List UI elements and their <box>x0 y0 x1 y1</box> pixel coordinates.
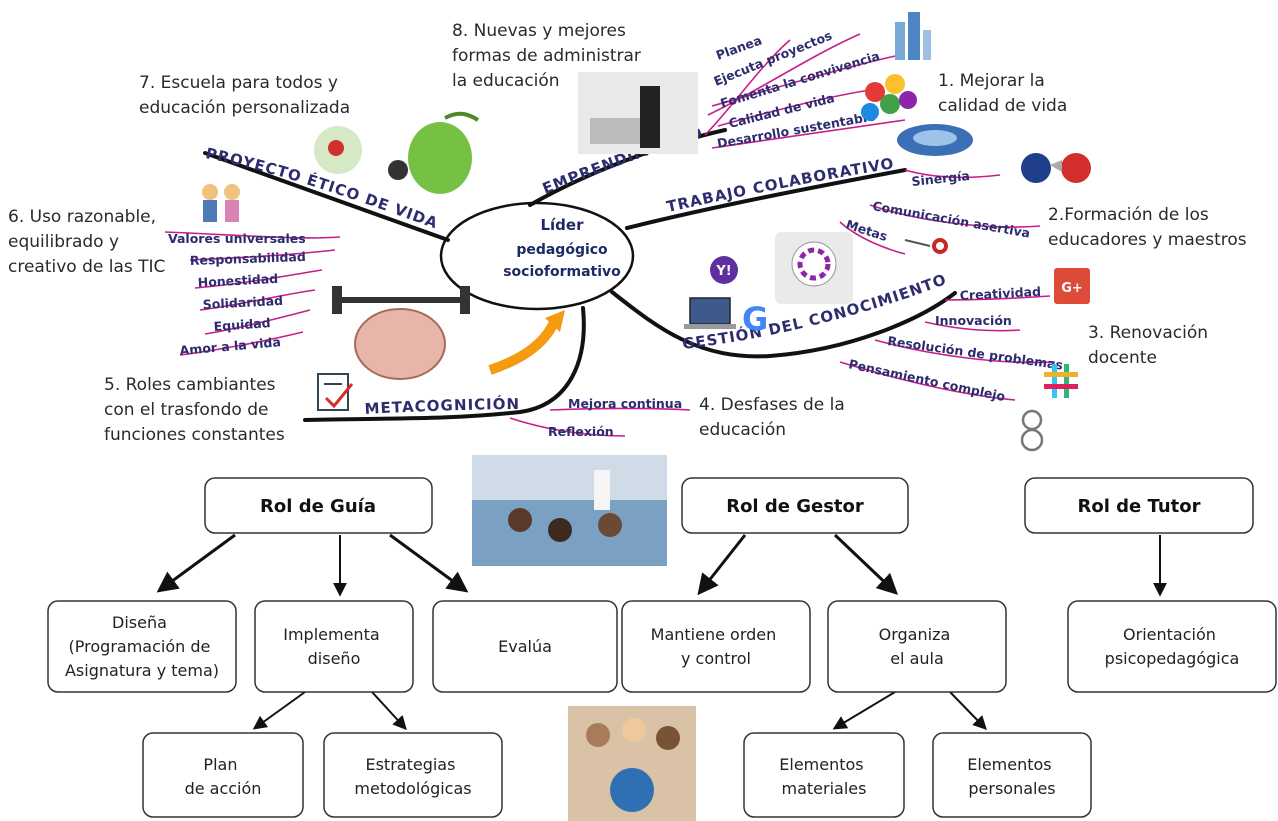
leaf-honestidad: Honestidad <box>197 271 278 290</box>
leaf-pensamiento: Pensamiento complejo <box>847 356 1007 404</box>
center-line-2: pedagógico <box>516 242 608 258</box>
box-orientacion <box>1067 600 1277 693</box>
box-rol-gestor <box>681 477 909 534</box>
svg-text:Líder: Líder <box>540 216 584 234</box>
leaf-sinergia: Sinergía <box>911 168 971 189</box>
box-organiza <box>827 600 1007 693</box>
communication-heads-icon <box>1021 153 1091 183</box>
mantiene-label: Mantiene orden y control <box>651 625 782 668</box>
illustrations: Y! G G+ <box>202 12 1091 821</box>
couple-icon <box>202 184 240 222</box>
slack-icon <box>1044 364 1078 398</box>
leaf-amor: Amor a la vida <box>179 334 281 358</box>
brain-wheel-icon <box>775 232 853 304</box>
evalua-label: Evalúa <box>498 637 552 656</box>
plan-label: Plan de acción <box>185 755 262 798</box>
leaf-solidaridad: Solidaridad <box>202 293 283 312</box>
svg-text:pedagógico: pedagógico <box>516 242 608 258</box>
colorful-icons-cluster <box>861 74 917 121</box>
business-collage-image <box>578 72 698 154</box>
leaf-innovacion: Innovación <box>935 313 1012 328</box>
box-elementos-personales <box>932 732 1092 818</box>
globe-hands-icon <box>897 124 973 156</box>
target-icon <box>904 238 948 254</box>
implementa-label: Implementa diseño <box>283 625 385 668</box>
yahoo-icon: Y! <box>710 256 738 284</box>
brain-weightlifter-image <box>332 286 470 380</box>
box-rol-guia <box>204 477 433 534</box>
rol-guia-title: Rol de Guía <box>260 496 376 517</box>
elementos-materiales-label: Elementos materiales <box>779 755 868 798</box>
leaf-comunicacion: Comunicación asertiva <box>871 198 1031 240</box>
google-plus-icon: G+ <box>1054 268 1090 304</box>
leaves-proyecto: Valores universales Responsabilidad Hone… <box>168 231 306 358</box>
center-line-1: Líder <box>540 216 584 234</box>
box-estrategias <box>323 732 503 818</box>
branch-trabajo: TRABAJO COLABORATIVO <box>665 154 896 216</box>
role-boxes <box>47 477 1277 818</box>
google-icon: G <box>742 300 768 338</box>
estrategias-label: Estrategias metodológicas <box>354 755 471 798</box>
leaf-responsabilidad: Responsabilidad <box>190 249 306 268</box>
box-disena <box>47 600 237 693</box>
role-labels: Rol de Guía Rol de Gestor Rol de Tutor D… <box>65 496 1239 798</box>
svg-text:socioformativo: socioformativo <box>503 264 621 280</box>
orientacion-label: Orientación psicopedagógica <box>1105 625 1240 668</box>
box-plan <box>142 732 304 818</box>
leaf-reflexion: Reflexión <box>548 424 614 439</box>
rol-tutor-title: Rol de Tutor <box>1078 496 1201 517</box>
infinity-icon <box>1020 409 1044 452</box>
city-icon <box>895 12 931 60</box>
leaf-equidad: Equidad <box>213 315 271 334</box>
svg-text:Y!: Y! <box>715 264 731 279</box>
leaf-lines <box>164 33 1056 437</box>
leaf-resolucion: Resolución de problemas <box>887 333 1064 372</box>
growth-arrow-image <box>488 310 565 375</box>
rol-gestor-title: Rol de Gestor <box>726 496 864 517</box>
box-elementos-materiales <box>743 732 905 818</box>
box-implementa <box>254 600 414 693</box>
svg-text:G+: G+ <box>1061 281 1083 296</box>
elementos-personales-label: Elementos personales <box>967 755 1056 798</box>
leaves-trabajo: Sinergía Comunicación asertiva Metas <box>844 168 1031 244</box>
hierarchy-arrows <box>156 533 1167 731</box>
leaves-metacognicion: Mejora continua Reflexión <box>548 396 682 439</box>
checklist-icon <box>317 373 354 411</box>
box-mantiene <box>621 600 811 693</box>
leaf-valores: Valores universales <box>168 231 306 246</box>
branch-metacognicion: METACOGNICIÓN <box>364 394 520 418</box>
svg-text:G: G <box>742 300 768 338</box>
leaves-emprendimiento: Planea Ejecuta proyectos Fomenta la conv… <box>712 28 882 151</box>
branch-lines <box>203 128 957 422</box>
box-rol-tutor <box>1024 477 1254 534</box>
leaf-creatividad: Creatividad <box>959 284 1041 303</box>
children-group-photo <box>568 706 696 821</box>
organiza-label: Organiza el aula <box>879 625 956 668</box>
classroom-photo <box>472 455 667 566</box>
people-apple-image <box>314 111 480 194</box>
disena-label: Diseña (Programación de Asignatura y tem… <box>65 613 219 680</box>
box-evalua <box>432 600 618 693</box>
center-line-3: socioformativo <box>503 264 621 280</box>
leaf-mejora: Mejora continua <box>568 396 682 411</box>
laptop-icon <box>684 297 736 329</box>
